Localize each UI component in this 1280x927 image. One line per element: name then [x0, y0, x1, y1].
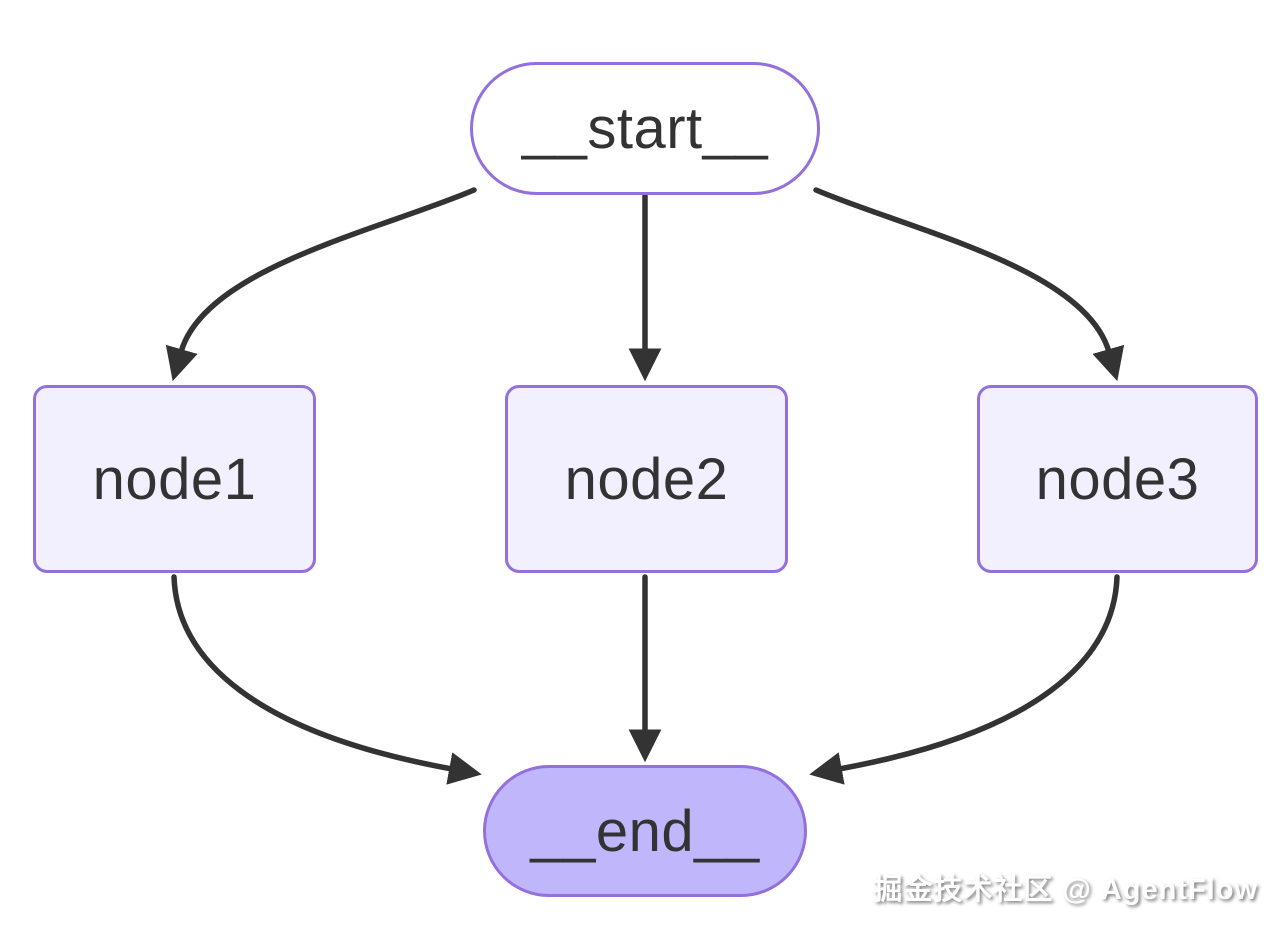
node-node3-label: node3: [1035, 446, 1200, 512]
edge-start-to-node3: [813, 187, 1125, 382]
node-end: __end__: [483, 765, 807, 897]
watermark: 掘金技术社区 @ AgentFlow: [873, 874, 1258, 906]
node-node2: node2: [505, 385, 788, 573]
node-node1-label: node1: [92, 446, 257, 512]
node-start: __start__: [470, 62, 820, 195]
node-node3: node3: [977, 385, 1258, 573]
edge-node1-to-end: [171, 574, 482, 785]
node-node2-label: node2: [564, 446, 729, 512]
node-node1: node1: [33, 385, 316, 573]
node-end-label: __end__: [530, 798, 760, 864]
edge-node3-to-end: [809, 574, 1120, 785]
edge-start-to-node1: [165, 187, 477, 382]
node-start-label: __start__: [521, 96, 769, 161]
